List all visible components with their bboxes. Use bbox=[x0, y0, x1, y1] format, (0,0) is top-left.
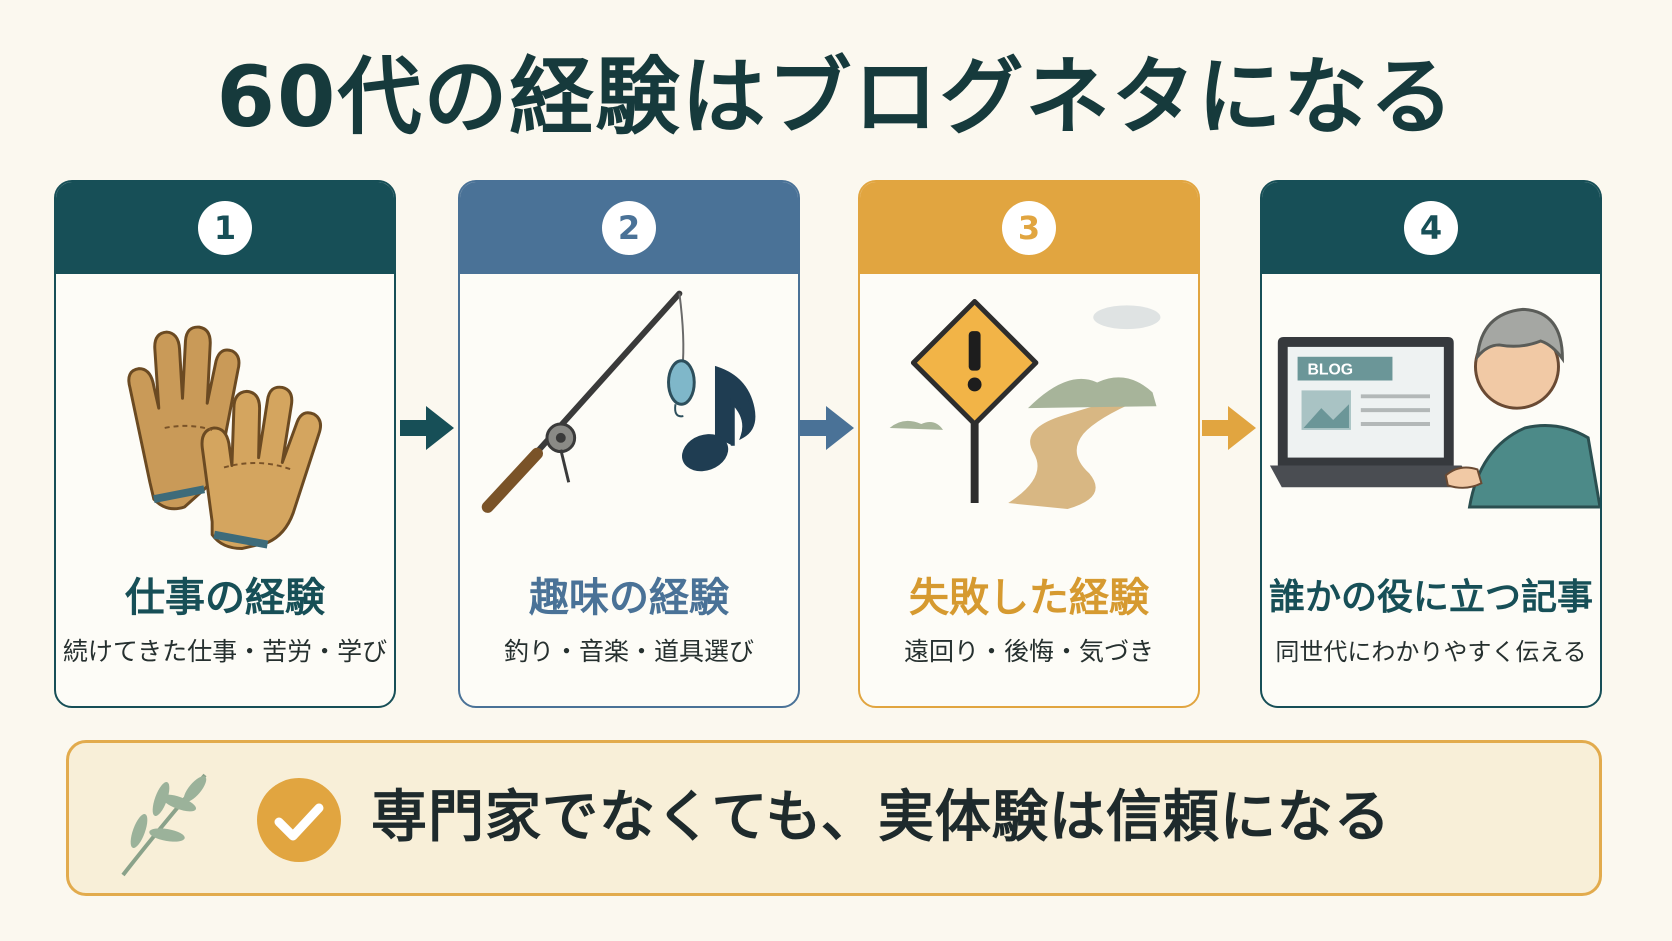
senior-blogging-laptop-icon: BLOG bbox=[1269, 307, 1600, 509]
step-number-badge: 4 bbox=[1404, 201, 1458, 255]
step-subtitle: 続けてきた仕事・苦労・学び bbox=[62, 637, 388, 666]
arrow-right-icon bbox=[1202, 406, 1256, 450]
step-card-article: 4 BLOG 誰かの役に立つ記事 同世代にわかりやすく伝える bbox=[1260, 180, 1602, 708]
card-header: 1 bbox=[56, 182, 394, 274]
step-title: 趣味の経験 bbox=[529, 575, 729, 621]
card-header: 3 bbox=[860, 182, 1198, 274]
card-header: 4 bbox=[1262, 182, 1600, 274]
page-title: 60代の経験はブログネタになる bbox=[216, 48, 1456, 146]
conclusion-banner: 専門家でなくても、実体験は信頼になる bbox=[66, 740, 1602, 896]
work-gloves-icon bbox=[127, 325, 322, 550]
card-header: 2 bbox=[460, 182, 798, 274]
laptop-screen-label: BLOG bbox=[1307, 362, 1353, 379]
step-title: 誰かの役に立つ記事 bbox=[1268, 577, 1593, 618]
step-number-badge: 1 bbox=[198, 201, 252, 255]
arrow-right-icon bbox=[800, 406, 854, 450]
step-card-work: 1 仕事の経験 続けてきた仕事・苦労・学び bbox=[54, 180, 396, 708]
step-subtitle: 遠回り・後悔・気づき bbox=[903, 637, 1154, 666]
step-card-hobby: 2 趣味の経験 釣り・音楽・道具選び bbox=[458, 180, 800, 708]
step-title: 仕事の経験 bbox=[125, 575, 325, 621]
step-subtitle: 釣り・音楽・道具選び bbox=[503, 637, 754, 666]
step-subtitle: 同世代にわかりやすく伝える bbox=[1275, 638, 1587, 666]
step-card-failure: 3 失敗した経験 遠回り・後悔・気づき bbox=[858, 180, 1200, 708]
step-number-badge: 2 bbox=[602, 201, 656, 255]
step-title: 失敗した経験 bbox=[909, 575, 1149, 621]
conclusion-text: 専門家でなくても、実体験は信頼になる bbox=[371, 785, 1391, 850]
arrow-right-icon bbox=[400, 406, 454, 450]
check-circle-icon bbox=[257, 778, 341, 862]
fishing-rod-music-icon bbox=[481, 290, 756, 513]
step-number-badge: 3 bbox=[1002, 201, 1056, 255]
warning-sign-road-icon bbox=[889, 298, 1161, 509]
leaf-branch-icon bbox=[121, 773, 207, 877]
